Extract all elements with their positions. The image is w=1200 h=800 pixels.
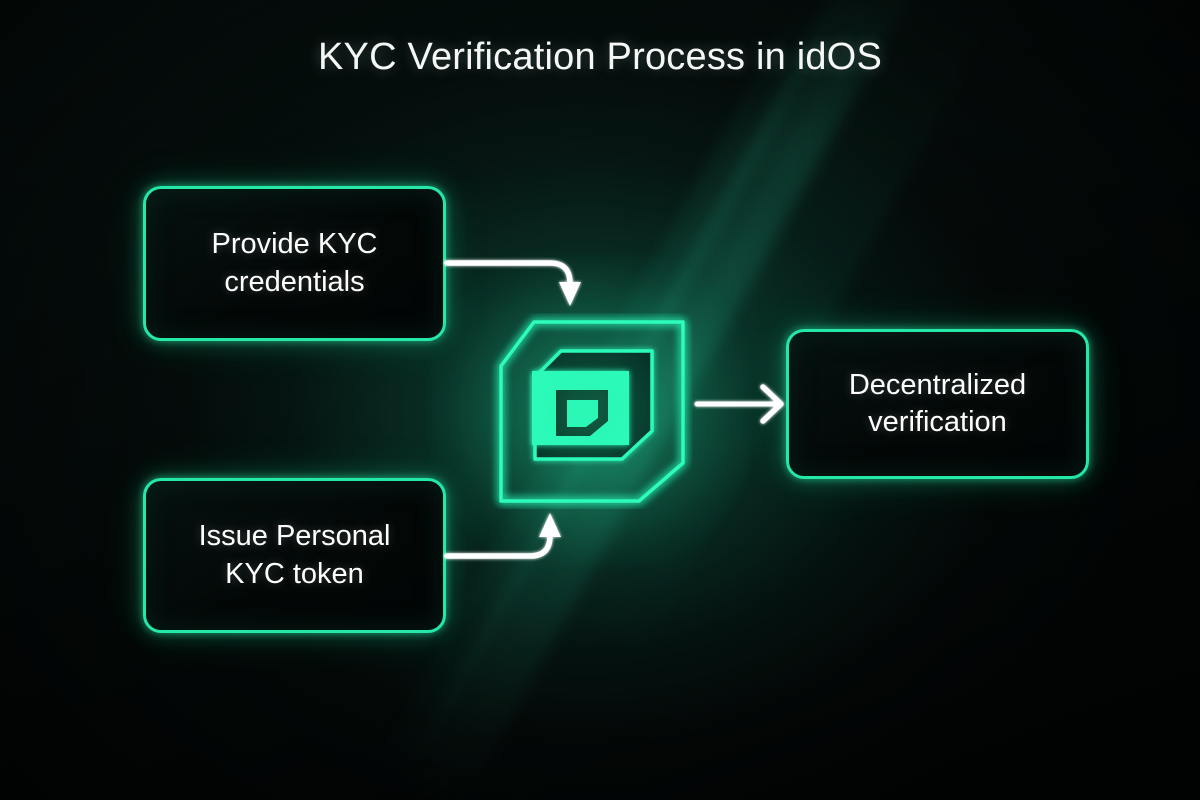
node-decentral-label: Decentralized verification (849, 367, 1026, 441)
node-provide-kyc-credentials[interactable]: Provide KYC credentials (143, 186, 446, 341)
node-provide-line1: Provide KYC (211, 228, 378, 261)
node-provide-line2: credentials (224, 265, 365, 298)
node-issue-line2: KYC token (225, 557, 364, 590)
page-title: KYC Verification Process in idOS (318, 36, 882, 78)
idos-logo-glow (429, 255, 751, 567)
idos-logo-mark (499, 320, 685, 503)
node-decentral-line2: verification (868, 406, 1007, 438)
node-provide-label: Provide KYC credentials (211, 226, 377, 300)
node-issue-personal-kyc-token[interactable]: Issue Personal KYC token (143, 478, 446, 633)
idos-logo (429, 255, 751, 567)
logo-core (567, 400, 598, 427)
node-issue-line1: Issue Personal (198, 520, 391, 553)
node-decentralized-verification[interactable]: Decentralized verification (786, 329, 1089, 479)
node-issue-label: Issue Personal KYC token (199, 518, 391, 592)
logo-outer-octagon (499, 320, 685, 503)
node-decentral-line1: Decentralized (848, 368, 1027, 401)
